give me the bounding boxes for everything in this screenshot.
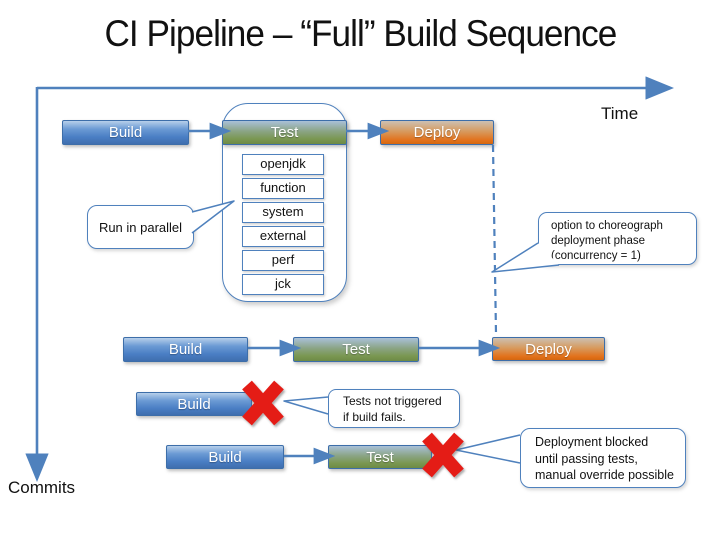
slide-title-text: CI Pipeline – “Full” Build Sequence [104,13,617,54]
commits-axis-label: Commits [8,478,76,497]
test-suite-item-perf: perf [242,250,324,271]
test-suite-item-openjdk: openjdk [242,154,324,175]
row1-deploy-box: Deploy [380,120,494,145]
test-suite-item-function: function [242,178,324,199]
callout-tests-not-triggered-tail [283,396,329,415]
test-suite-item-external: external [242,226,324,247]
row4-test-box: Test [328,445,432,469]
callout-choreograph-deployment: option to choreograph deployment phase (… [538,212,697,265]
test-suite-item-jck: jck [242,274,324,295]
row2-deploy-box: Deploy [492,337,605,361]
callout-deployment-blocked-tail [455,434,521,464]
row2-test-box: Test [293,337,419,362]
row2-build-box: Build [123,337,248,362]
row3-build-box: Build [136,392,252,416]
callout-tests-not-triggered: Tests not triggered if build fails. [328,389,460,428]
row4-build-box: Build [166,445,284,469]
callout-run-in-parallel: Run in parallel [87,205,194,249]
time-axis-label: Time [601,104,639,123]
row1-build-box: Build [62,120,189,145]
row1-test-box: Test [222,120,347,145]
callout-deployment-blocked: Deployment blocked until passing tests, … [520,428,686,488]
test-suite-item-system: system [242,202,324,223]
deploy-choreograph-dashed-line [491,144,498,335]
slide-title: CI Pipeline – “Full” Build Sequence [0,13,720,55]
